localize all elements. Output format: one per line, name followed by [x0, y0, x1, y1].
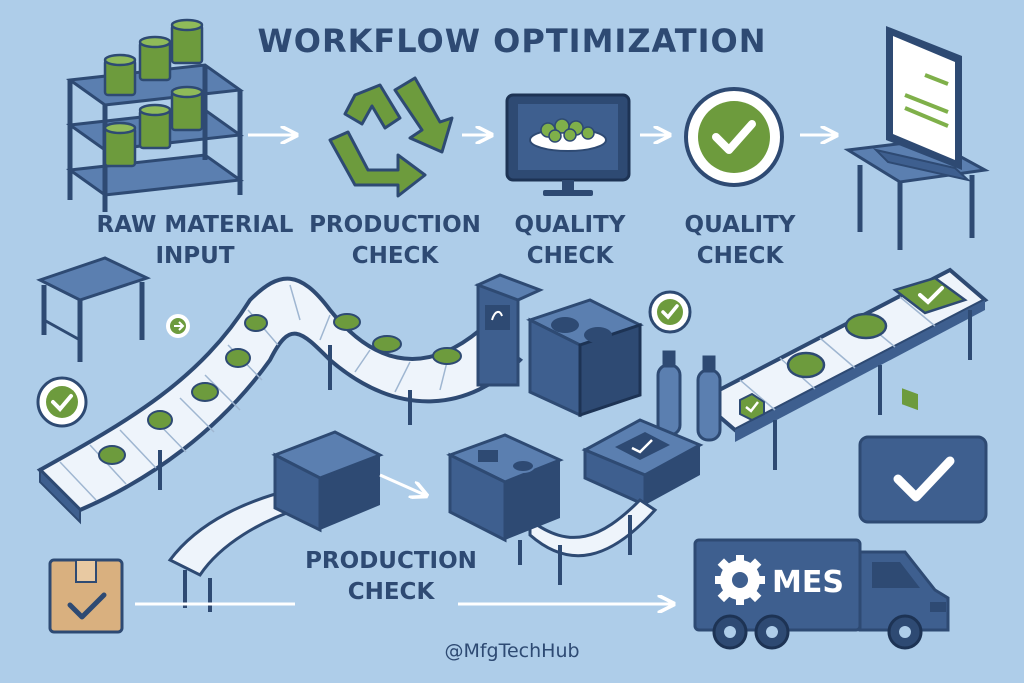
step-quality-check-1: QUALITY CHECK — [490, 210, 650, 272]
gear-icon — [715, 555, 765, 605]
laptop-desk-icon — [843, 26, 990, 411]
workbench-icon — [36, 256, 152, 362]
step-label-line2: CHECK — [696, 243, 784, 269]
gas-cylinders-icon — [656, 350, 722, 442]
bottom-label-line2: CHECK — [347, 579, 435, 605]
check-console-icon — [581, 418, 704, 508]
step-quality-check-2: QUALITY CHECK — [660, 210, 820, 272]
step-production-check: PRODUCTION CHECK — [300, 210, 490, 272]
inspection-station-icon — [526, 298, 644, 418]
step-label-line1: QUALITY — [684, 212, 796, 238]
social-handle: @MfgTechHub — [444, 640, 580, 662]
flow-arrow-lower — [379, 473, 425, 495]
page-title: WORKFLOW OPTIMIZATION — [257, 22, 767, 60]
packaging-machine-icon — [271, 430, 384, 533]
truck-icon: MES — [693, 538, 950, 650]
monitor-icon — [505, 93, 631, 196]
recycle-icon — [328, 76, 454, 198]
conveyor-belt-right-icon — [696, 267, 989, 470]
approved-check-panel-icon — [858, 435, 988, 524]
bottom-production-check: PRODUCTION CHECK — [296, 546, 486, 608]
step-label-line2: CHECK — [526, 243, 614, 269]
step-raw-material-input: RAW MATERIAL INPUT — [95, 210, 295, 272]
package-icon — [48, 558, 124, 634]
sorting-machine-icon — [446, 433, 564, 565]
truck-label: MES — [772, 565, 844, 600]
step-label-line1: PRODUCTION — [309, 212, 481, 238]
conveyor-belt-icon — [36, 276, 524, 525]
checkmark-badge-icon — [684, 87, 784, 187]
step-label-line2: INPUT — [155, 243, 235, 269]
conveyor-belt-lower-icon — [167, 488, 658, 612]
step-label-line1: RAW MATERIAL — [96, 212, 294, 238]
step-label-line2: CHECK — [351, 243, 439, 269]
step-label-line1: QUALITY — [514, 212, 626, 238]
check-badge-small-icon — [648, 290, 692, 334]
storage-rack-icon — [65, 18, 245, 212]
arrow-badge-icon — [166, 314, 190, 338]
bottom-label-line1: PRODUCTION — [305, 548, 477, 574]
check-badge-left-icon — [36, 376, 88, 428]
machine-cabinet-icon — [474, 273, 544, 387]
